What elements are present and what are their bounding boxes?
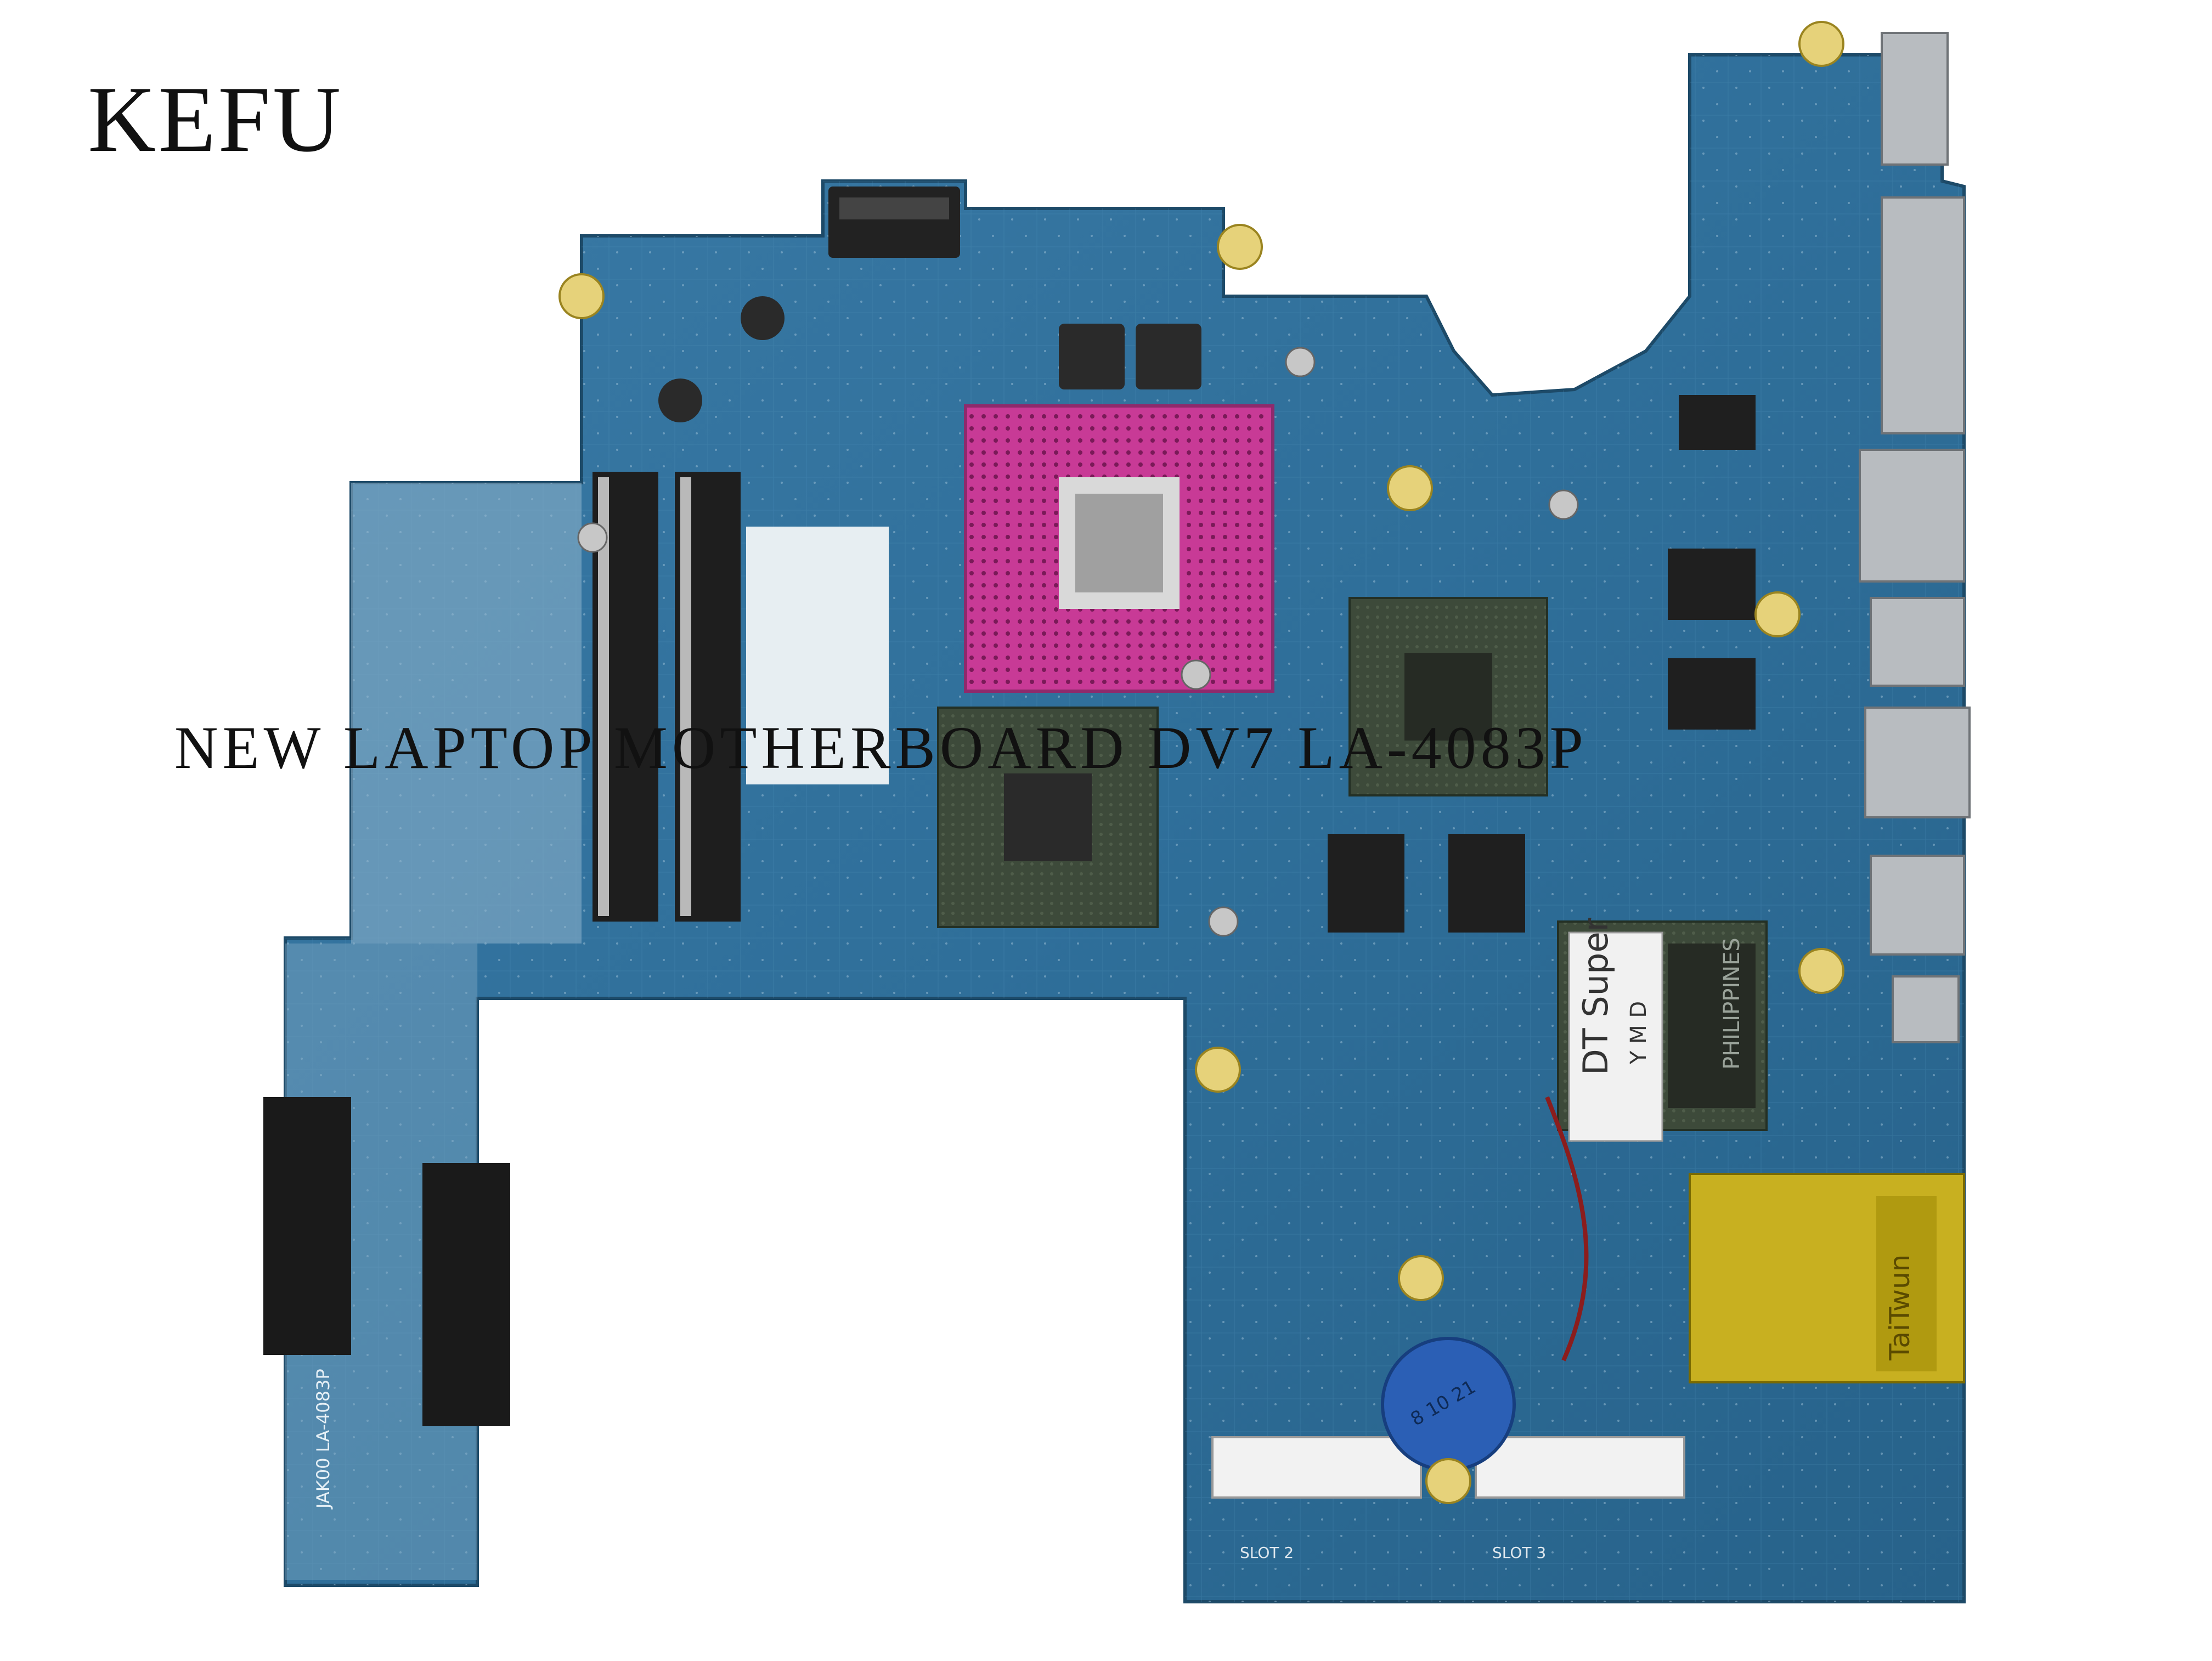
cpu-socket <box>964 404 1274 693</box>
slot3-label: SLOT 3 <box>1492 1544 1546 1562</box>
chip-label: PHILIPPINES <box>1719 937 1745 1070</box>
board-label: JAK00 LA-4083P <box>313 1369 334 1510</box>
slot2-label: SLOT 2 <box>1240 1544 1294 1562</box>
northbridge-chip <box>937 707 1159 928</box>
memory-slots <box>592 472 889 922</box>
yellow-module <box>1689 1173 1965 1383</box>
cmos-battery <box>1381 1096 1589 1472</box>
module-text: TaiTwun <box>1884 1255 1916 1361</box>
product-caption: NEW LAPTOP MOTHERBOARD DV7 LA-4083P <box>174 714 1588 781</box>
southbridge-chip <box>1557 920 1768 1142</box>
gpu-chip <box>1348 597 1548 796</box>
brand-watermark: KEFU <box>88 67 343 172</box>
sticker-text: DT Super <box>1576 918 1616 1075</box>
sticker-sub: Y M D <box>1626 1001 1651 1065</box>
